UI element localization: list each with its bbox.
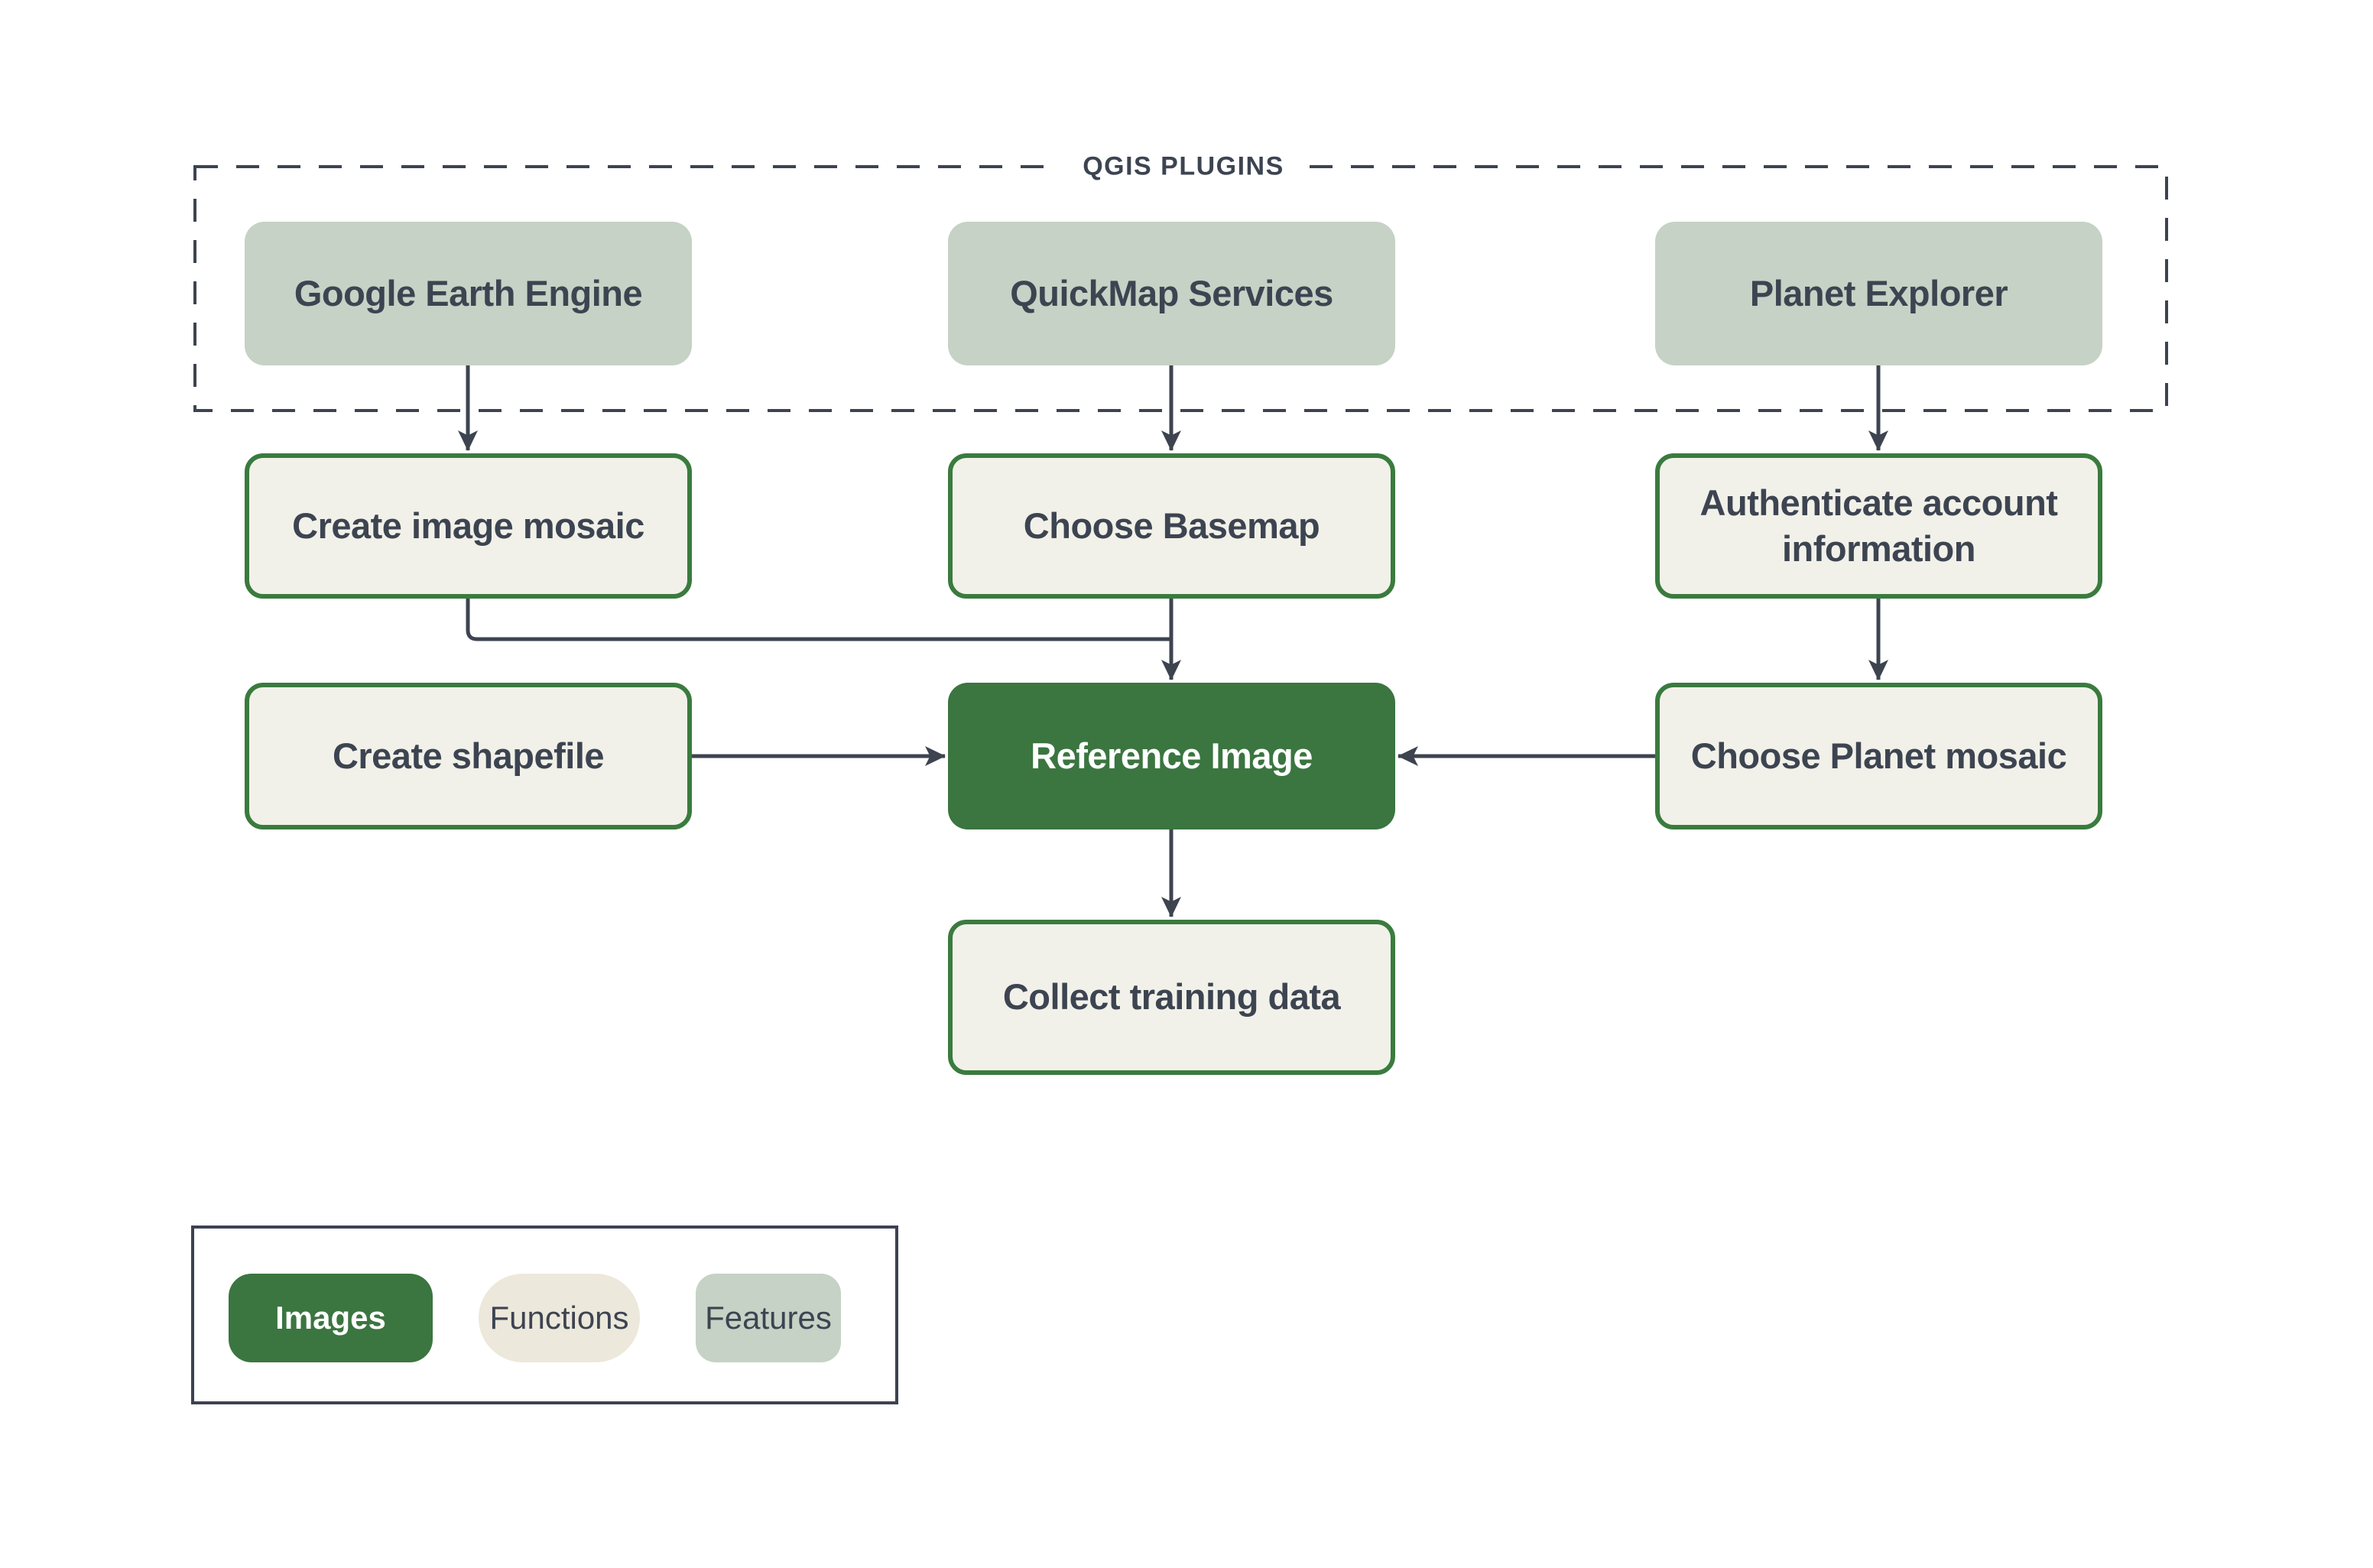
legend-item-features: Features: [696, 1274, 841, 1362]
node-label: Reference Image: [1031, 735, 1313, 776]
node-label: Google Earth Engine: [294, 272, 643, 313]
node-reference-image: Reference Image: [948, 683, 1395, 829]
legend-item-images: Images: [229, 1274, 433, 1362]
node-authenticate-account-information: Authenticate account information: [1655, 453, 2102, 599]
legend-item-functions: Functions: [479, 1274, 640, 1362]
node-google-earth-engine: Google Earth Engine: [245, 222, 692, 365]
qgis-plugins-group-frame: [193, 165, 2168, 412]
node-label: Collect training data: [1002, 976, 1341, 1018]
legend-label: Features: [705, 1300, 832, 1336]
node-collect-training-data: Collect training data: [948, 920, 1395, 1075]
node-label: QuickMap Services: [1010, 272, 1333, 313]
node-create-image-mosaic: Create image mosaic: [245, 453, 692, 599]
legend: Images Functions Features: [191, 1226, 898, 1404]
node-label: Create shapefile: [332, 735, 605, 776]
legend-label: Functions: [489, 1300, 629, 1336]
node-planet-explorer: Planet Explorer: [1655, 222, 2102, 365]
legend-label: Images: [275, 1300, 386, 1336]
node-choose-planet-mosaic: Choose Planet mosaic: [1655, 683, 2102, 829]
node-label: Create image mosaic: [292, 505, 644, 546]
edge-create-image-mosaic-merge: [466, 599, 1171, 641]
qgis-plugins-group-label: QGIS PLUGINS: [1060, 147, 1307, 187]
node-choose-basemap: Choose Basemap: [948, 453, 1395, 599]
node-quickmap-services: QuickMap Services: [948, 222, 1395, 365]
node-label: Planet Explorer: [1749, 272, 2008, 313]
node-label: Choose Basemap: [1023, 505, 1320, 546]
node-label: Authenticate account information: [1699, 482, 2058, 569]
node-label: Choose Planet mosaic: [1690, 735, 2067, 776]
node-create-shapefile: Create shapefile: [245, 683, 692, 829]
